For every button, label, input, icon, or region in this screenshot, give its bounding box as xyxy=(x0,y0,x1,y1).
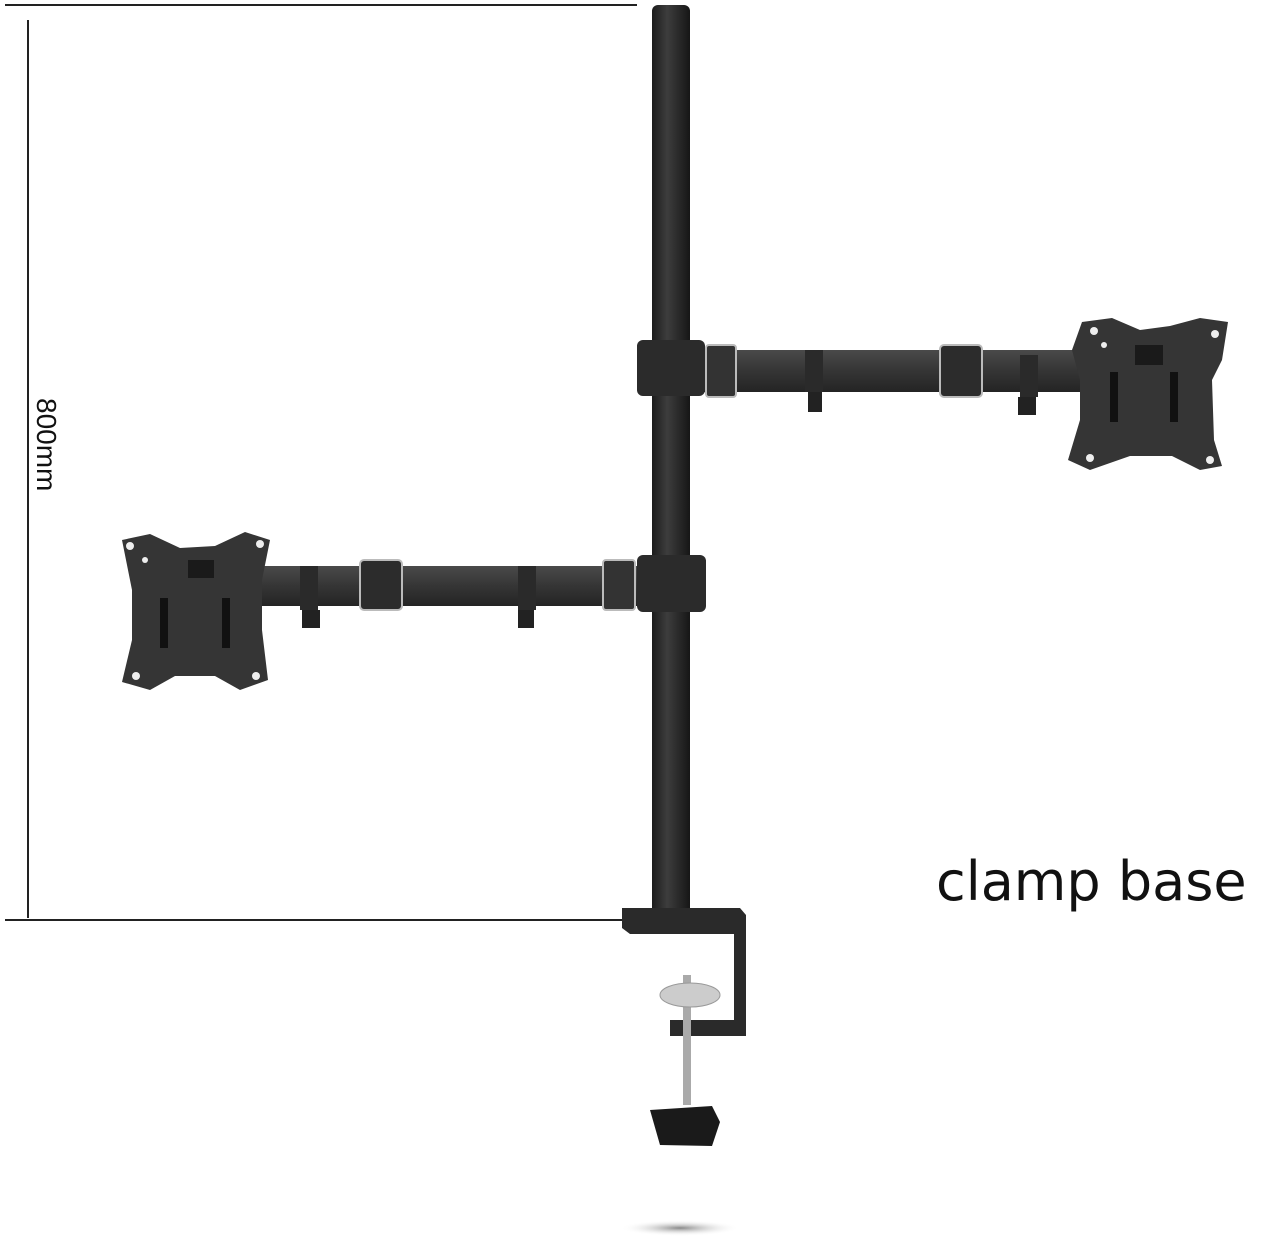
vesa-plate-right xyxy=(1068,318,1228,470)
vesa-plate-left xyxy=(122,532,270,690)
lower-arm xyxy=(122,532,706,690)
clamp-base-caption: clamp base xyxy=(936,850,1247,913)
clamp-base xyxy=(620,908,746,1236)
upper-arm xyxy=(637,318,1228,470)
pole xyxy=(652,5,690,920)
dimension-lines xyxy=(5,4,637,921)
height-dimension-label: 800mm xyxy=(31,398,62,492)
